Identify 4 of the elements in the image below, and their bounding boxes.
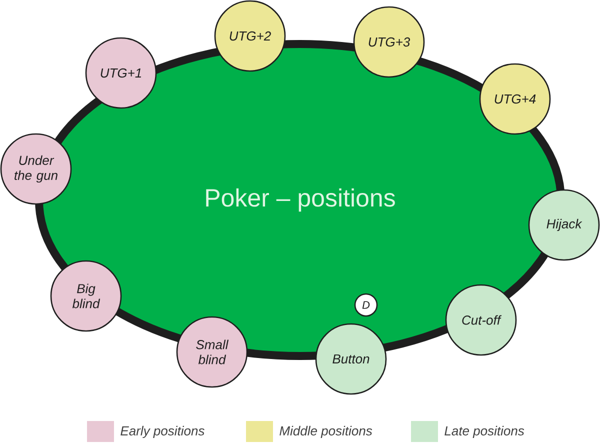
legend-label: Early positions xyxy=(120,426,204,438)
legend-label: Late positions xyxy=(444,426,524,438)
legend-label: Middle positions xyxy=(280,426,372,438)
dealer-button: D xyxy=(354,293,378,317)
